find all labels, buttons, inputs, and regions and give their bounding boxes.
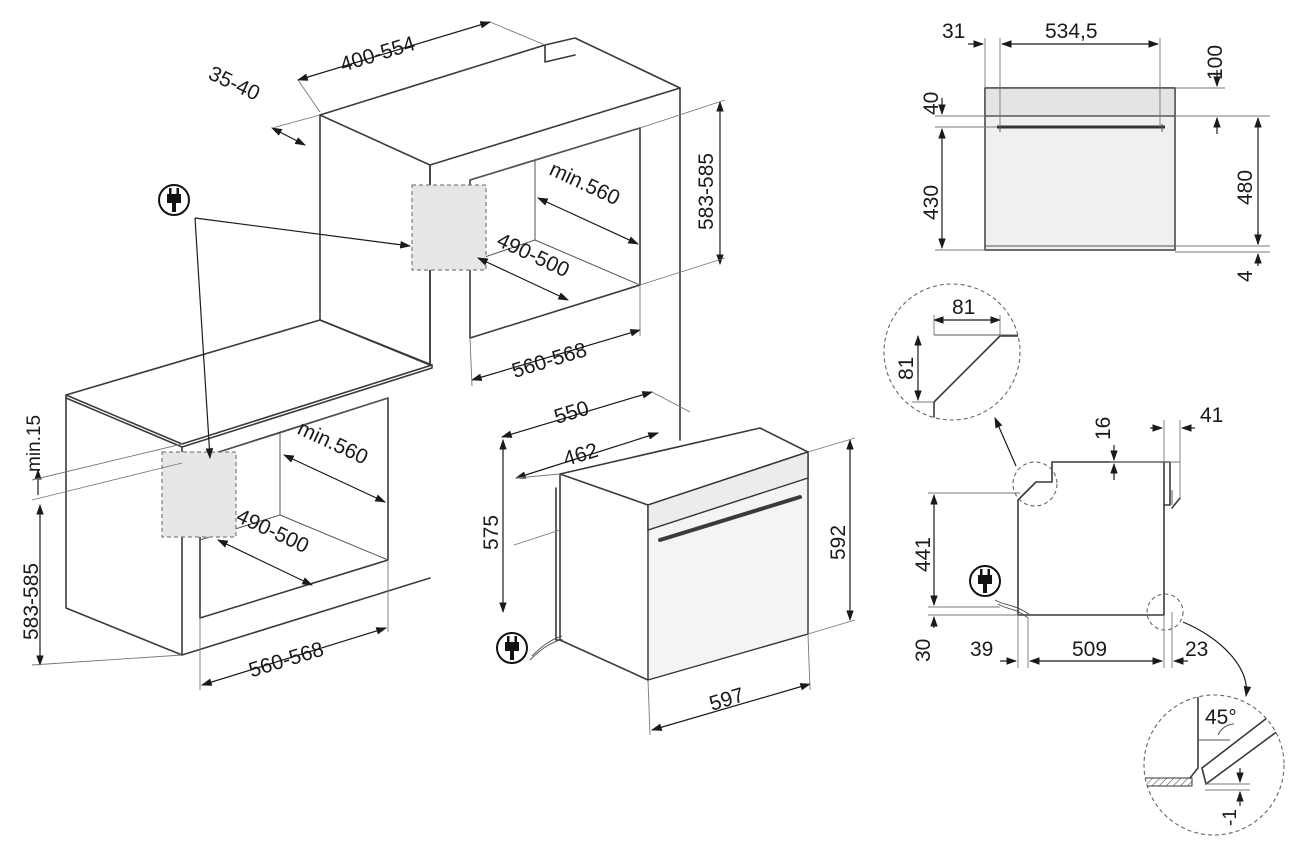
label-side-bottom: 30 (912, 639, 935, 662)
label-oven-body-height: 575 (480, 515, 503, 550)
label-angle: 45° (1205, 706, 1237, 729)
dim-top-gap: 35-40 (205, 62, 321, 146)
label-side-depth: 509 (1072, 638, 1107, 661)
label-front-total: 480 (1234, 170, 1257, 205)
lower-socket-area (161, 451, 237, 538)
dim-oven-body-height: 575 (480, 438, 561, 614)
label-lower-gap: min.15 (24, 415, 45, 472)
label-oven-width: 597 (707, 684, 747, 716)
dim-upper-depth: min.560 (537, 158, 639, 245)
detail-bottom: 45° -1 (1143, 694, 1285, 836)
plug-icon (158, 184, 190, 216)
label-front-door: 430 (920, 185, 943, 220)
label-front-top: 100 (1204, 45, 1227, 80)
label-top-depth: 400-554 (337, 32, 418, 77)
label-side-right: 23 (1185, 638, 1208, 661)
upper-socket-area (411, 184, 487, 271)
label-upper-width: 560-568 (509, 338, 589, 383)
label-lower-height: 583-585 (20, 563, 43, 640)
label-upper-depth: min.560 (546, 158, 623, 210)
label-front-bottom: 4 (1234, 270, 1257, 282)
dim-lower-gap: min.15 (24, 415, 183, 501)
label-side-height: 441 (912, 537, 935, 572)
plug-icon (496, 632, 528, 664)
label-side-top: 16 (1092, 417, 1115, 440)
front-view: 31 534,5 100 480 4 40 430 (920, 20, 1270, 282)
dim-oven-inner-depth: 462 (514, 432, 660, 479)
dim-lower-width: 560-568 (199, 560, 389, 690)
label-lower-width: 560-568 (246, 638, 326, 683)
dim-top-depth: 400-554 (296, 21, 546, 113)
label-oven-front-height: 592 (827, 525, 850, 560)
label-detail-h: 81 (895, 357, 918, 380)
label-lower-inner: 490-500 (233, 505, 313, 558)
label-detail-w: 81 (952, 296, 975, 319)
label-upper-height: 583-585 (695, 153, 718, 230)
label-lower-depth: min.560 (294, 417, 371, 469)
dim-upper-width: 560-568 (469, 285, 642, 387)
plug-icon (969, 565, 1001, 597)
label-front-panel: 40 (920, 92, 943, 115)
dim-oven-depth: 550 (500, 391, 691, 438)
dim-lower-depth: min.560 (283, 417, 386, 503)
label-top-gap: 35-40 (205, 62, 263, 106)
label-oven-depth: 550 (552, 397, 592, 429)
label-side-left: 39 (970, 638, 993, 661)
dim-upper-height: 583-585 (639, 99, 726, 286)
dim-upper-inner: 490-500 (477, 229, 573, 301)
dim-oven-front-height: 592 (807, 437, 856, 635)
dim-lower-height: 583-585 (20, 503, 183, 667)
label-side-handle: 41 (1200, 404, 1223, 427)
label-front-side-gap: 31 (942, 20, 965, 43)
label-offset: -1 (1220, 809, 1241, 826)
side-view: 16 41 441 30 39 509 23 (912, 404, 1223, 668)
oven-isometric (529, 427, 809, 681)
label-front-width: 534,5 (1045, 20, 1098, 43)
label-upper-inner: 490-500 (493, 229, 573, 282)
lower-cabinet (65, 319, 433, 656)
detail-top: 81 81 (883, 283, 1021, 421)
